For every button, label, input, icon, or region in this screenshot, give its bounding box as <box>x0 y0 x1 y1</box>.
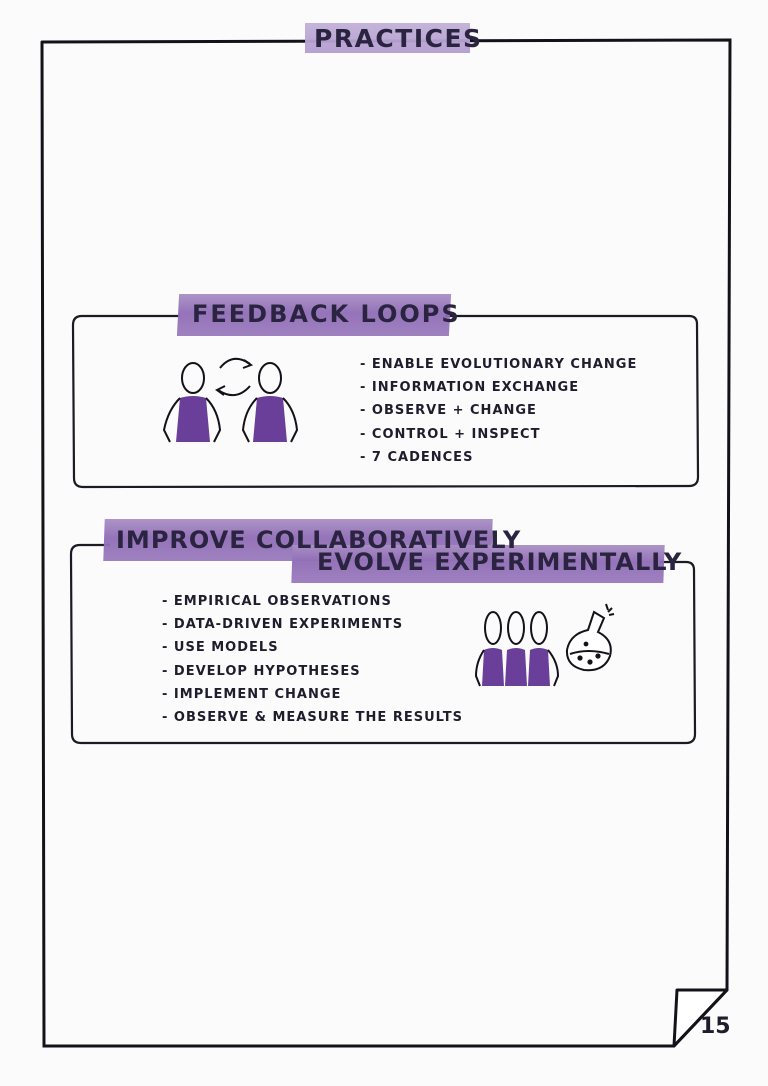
improve-list: - EMPIRICAL OBSERVATIONS - DATA-DRIVEN E… <box>162 590 463 729</box>
list-item: - IMPLEMENT CHANGE <box>162 686 342 702</box>
cycle-arrows-icon <box>215 357 254 397</box>
team-experiment-illustration <box>474 603 615 687</box>
list-item: - OBSERVE & MEASURE THE RESULTS <box>162 710 464 726</box>
list-item: - CONTROL + INSPECT <box>360 426 541 442</box>
team-icon <box>474 611 560 687</box>
feedback-loops-title: FEEDBACK LOOPS <box>192 300 461 328</box>
list-item: - 7 CADENCES <box>360 449 474 465</box>
improve-title-line2: EVOLVE EXPERIMENTALLY <box>317 548 683 576</box>
list-item: - OBSERVE + CHANGE <box>360 403 537 419</box>
page-title: PRACTICES <box>314 24 483 53</box>
flask-icon <box>565 603 615 672</box>
list-item: - DATA-DRIVEN EXPERIMENTS <box>162 617 404 633</box>
people-exchange-illustration <box>162 357 299 443</box>
improve-title-line1: IMPROVE COLLABORATIVELY <box>116 526 522 554</box>
list-item: - ENABLE EVOLUTIONARY CHANGE <box>360 357 638 372</box>
header-highlight <box>305 23 470 53</box>
list-item: - INFORMATION EXCHANGE <box>360 380 580 396</box>
list-item: - DEVELOP HYPOTHESES <box>162 663 361 679</box>
person-icon <box>241 362 299 443</box>
page-number: 15 <box>700 1014 731 1039</box>
list-item: - USE MODELS <box>162 640 279 656</box>
feedback-list: - ENABLE EVOLUTIONARY CHANGE - INFORMATI… <box>360 353 637 469</box>
person-icon <box>162 362 222 443</box>
list-item: - EMPIRICAL OBSERVATIONS <box>162 594 392 609</box>
